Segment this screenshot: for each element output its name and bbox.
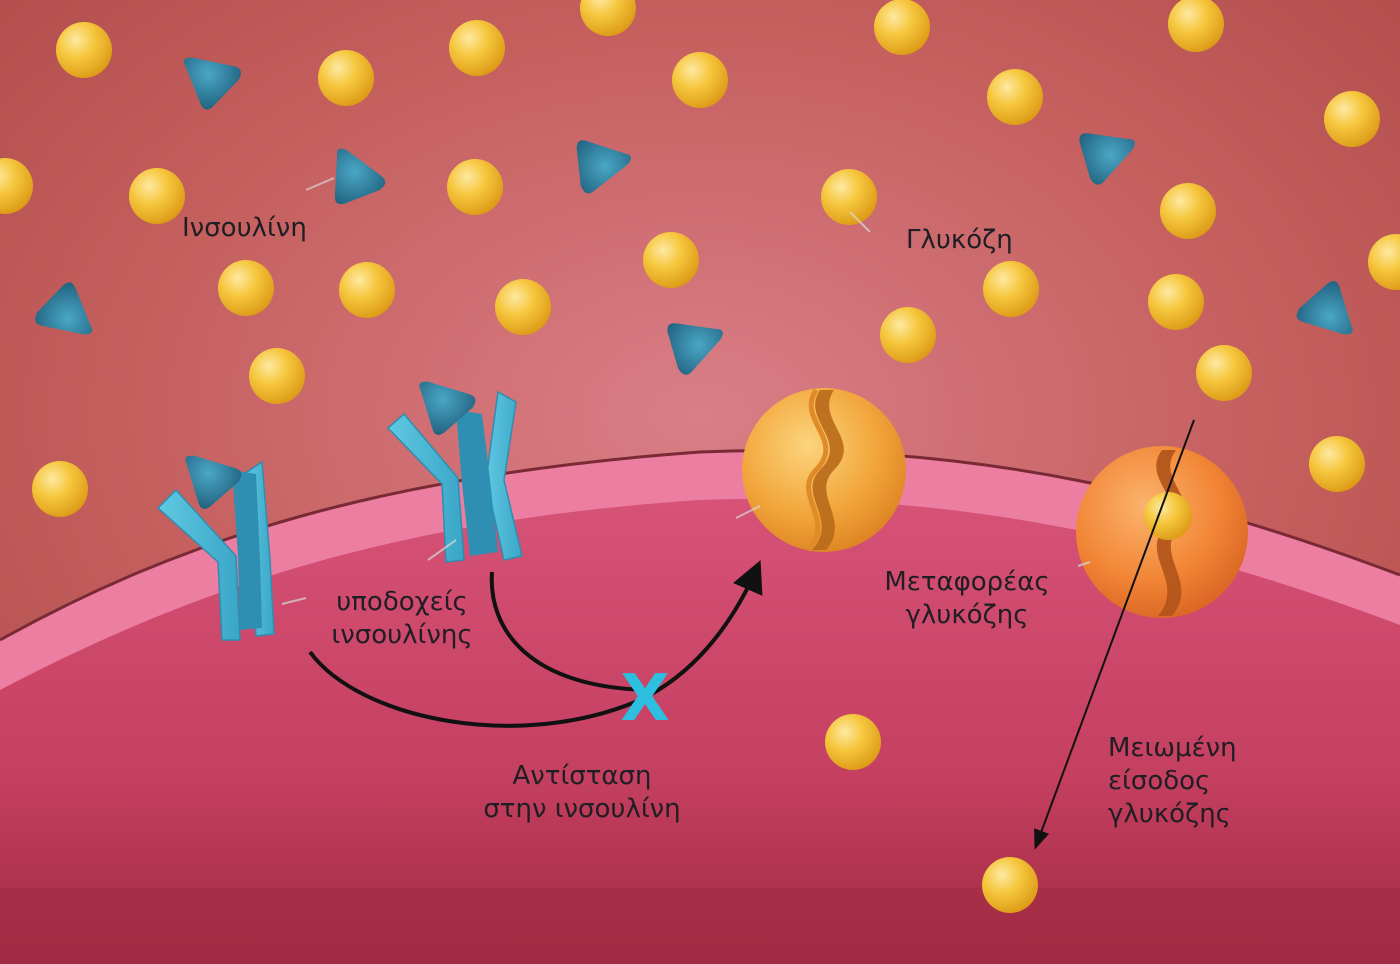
cytoplasm-lower-band <box>0 888 1400 964</box>
glucose-molecules <box>0 0 1400 913</box>
glucose-molecule-icon <box>1144 492 1192 540</box>
glucose-molecule-icon <box>880 307 936 363</box>
glucose-molecule-icon <box>249 348 305 404</box>
glucose-molecule-icon <box>672 52 728 108</box>
glucose-molecule-icon <box>447 159 503 215</box>
glucose-molecule-icon <box>987 69 1043 125</box>
glucose-entry-arrow <box>1034 419 1195 850</box>
glucose-transporter-icon <box>1076 446 1248 618</box>
glucose-molecule-icon <box>495 279 551 335</box>
insulin-receptor-icon <box>156 455 275 641</box>
signal-arrow-outer <box>308 560 763 728</box>
signal-arrow-inner <box>489 571 651 692</box>
glucose-molecule-icon <box>1196 345 1252 401</box>
glucose-molecule-icon <box>983 261 1039 317</box>
resistance-label: Αντίσταση στην ινσουλίνη <box>483 761 681 824</box>
insulin-molecules <box>35 57 1353 375</box>
leader-lines <box>281 177 1091 605</box>
insulin-molecule-icon <box>1079 133 1135 185</box>
glucose-molecule-icon <box>129 168 185 224</box>
insulin-molecule-icon <box>183 57 241 110</box>
glucose-label: Γλυκόζη <box>906 225 1013 255</box>
glucose-molecule-icon <box>339 262 395 318</box>
glucose-molecule-icon <box>821 169 877 225</box>
insulin-molecule-icon <box>576 140 631 194</box>
reduced-entry-label: Μειωμένη είσοδος γλυκόζης <box>1108 733 1237 829</box>
glucose-molecule-icon <box>1148 274 1204 330</box>
insulin-molecule-icon <box>35 282 93 335</box>
glucose-molecule-icon <box>1368 234 1400 290</box>
glucose-molecule-icon <box>580 0 636 36</box>
insulin-label: Ινσουλίνη <box>182 213 307 243</box>
insulin-molecule-icon <box>334 148 386 205</box>
glucose-molecule-icon <box>1309 436 1365 492</box>
transporter-label: Μεταφορέας γλυκόζης <box>884 567 1050 630</box>
insulin-receptor-icon <box>386 381 523 563</box>
block-mark: X <box>620 662 669 736</box>
glucose-transporter-icon <box>742 388 906 552</box>
glucose-molecule-icon <box>218 260 274 316</box>
insulin-molecule-icon <box>1296 281 1353 335</box>
cytoplasm <box>0 498 1400 964</box>
glucose-molecule-icon <box>449 20 505 76</box>
glucose-molecule-icon <box>982 857 1038 913</box>
glucose-molecule-icon <box>318 50 374 106</box>
insulin-molecule-icon <box>667 323 723 375</box>
glucose-molecule-icon <box>643 232 699 288</box>
glucose-molecule-icon <box>0 158 33 214</box>
glucose-molecule-icon <box>1168 0 1224 52</box>
insulin-molecule-icon <box>419 381 476 435</box>
glucose-molecule-icon <box>874 0 930 55</box>
glucose-molecule-icon <box>1160 183 1216 239</box>
glucose-molecule-icon <box>32 461 88 517</box>
glucose-molecule-icon <box>1324 91 1380 147</box>
receptors-label: υποδοχείς ινσουλίνης <box>331 587 473 650</box>
insulin-molecule-icon <box>185 455 242 509</box>
glucose-molecule-icon <box>825 714 881 770</box>
glucose-molecule-icon <box>56 22 112 78</box>
